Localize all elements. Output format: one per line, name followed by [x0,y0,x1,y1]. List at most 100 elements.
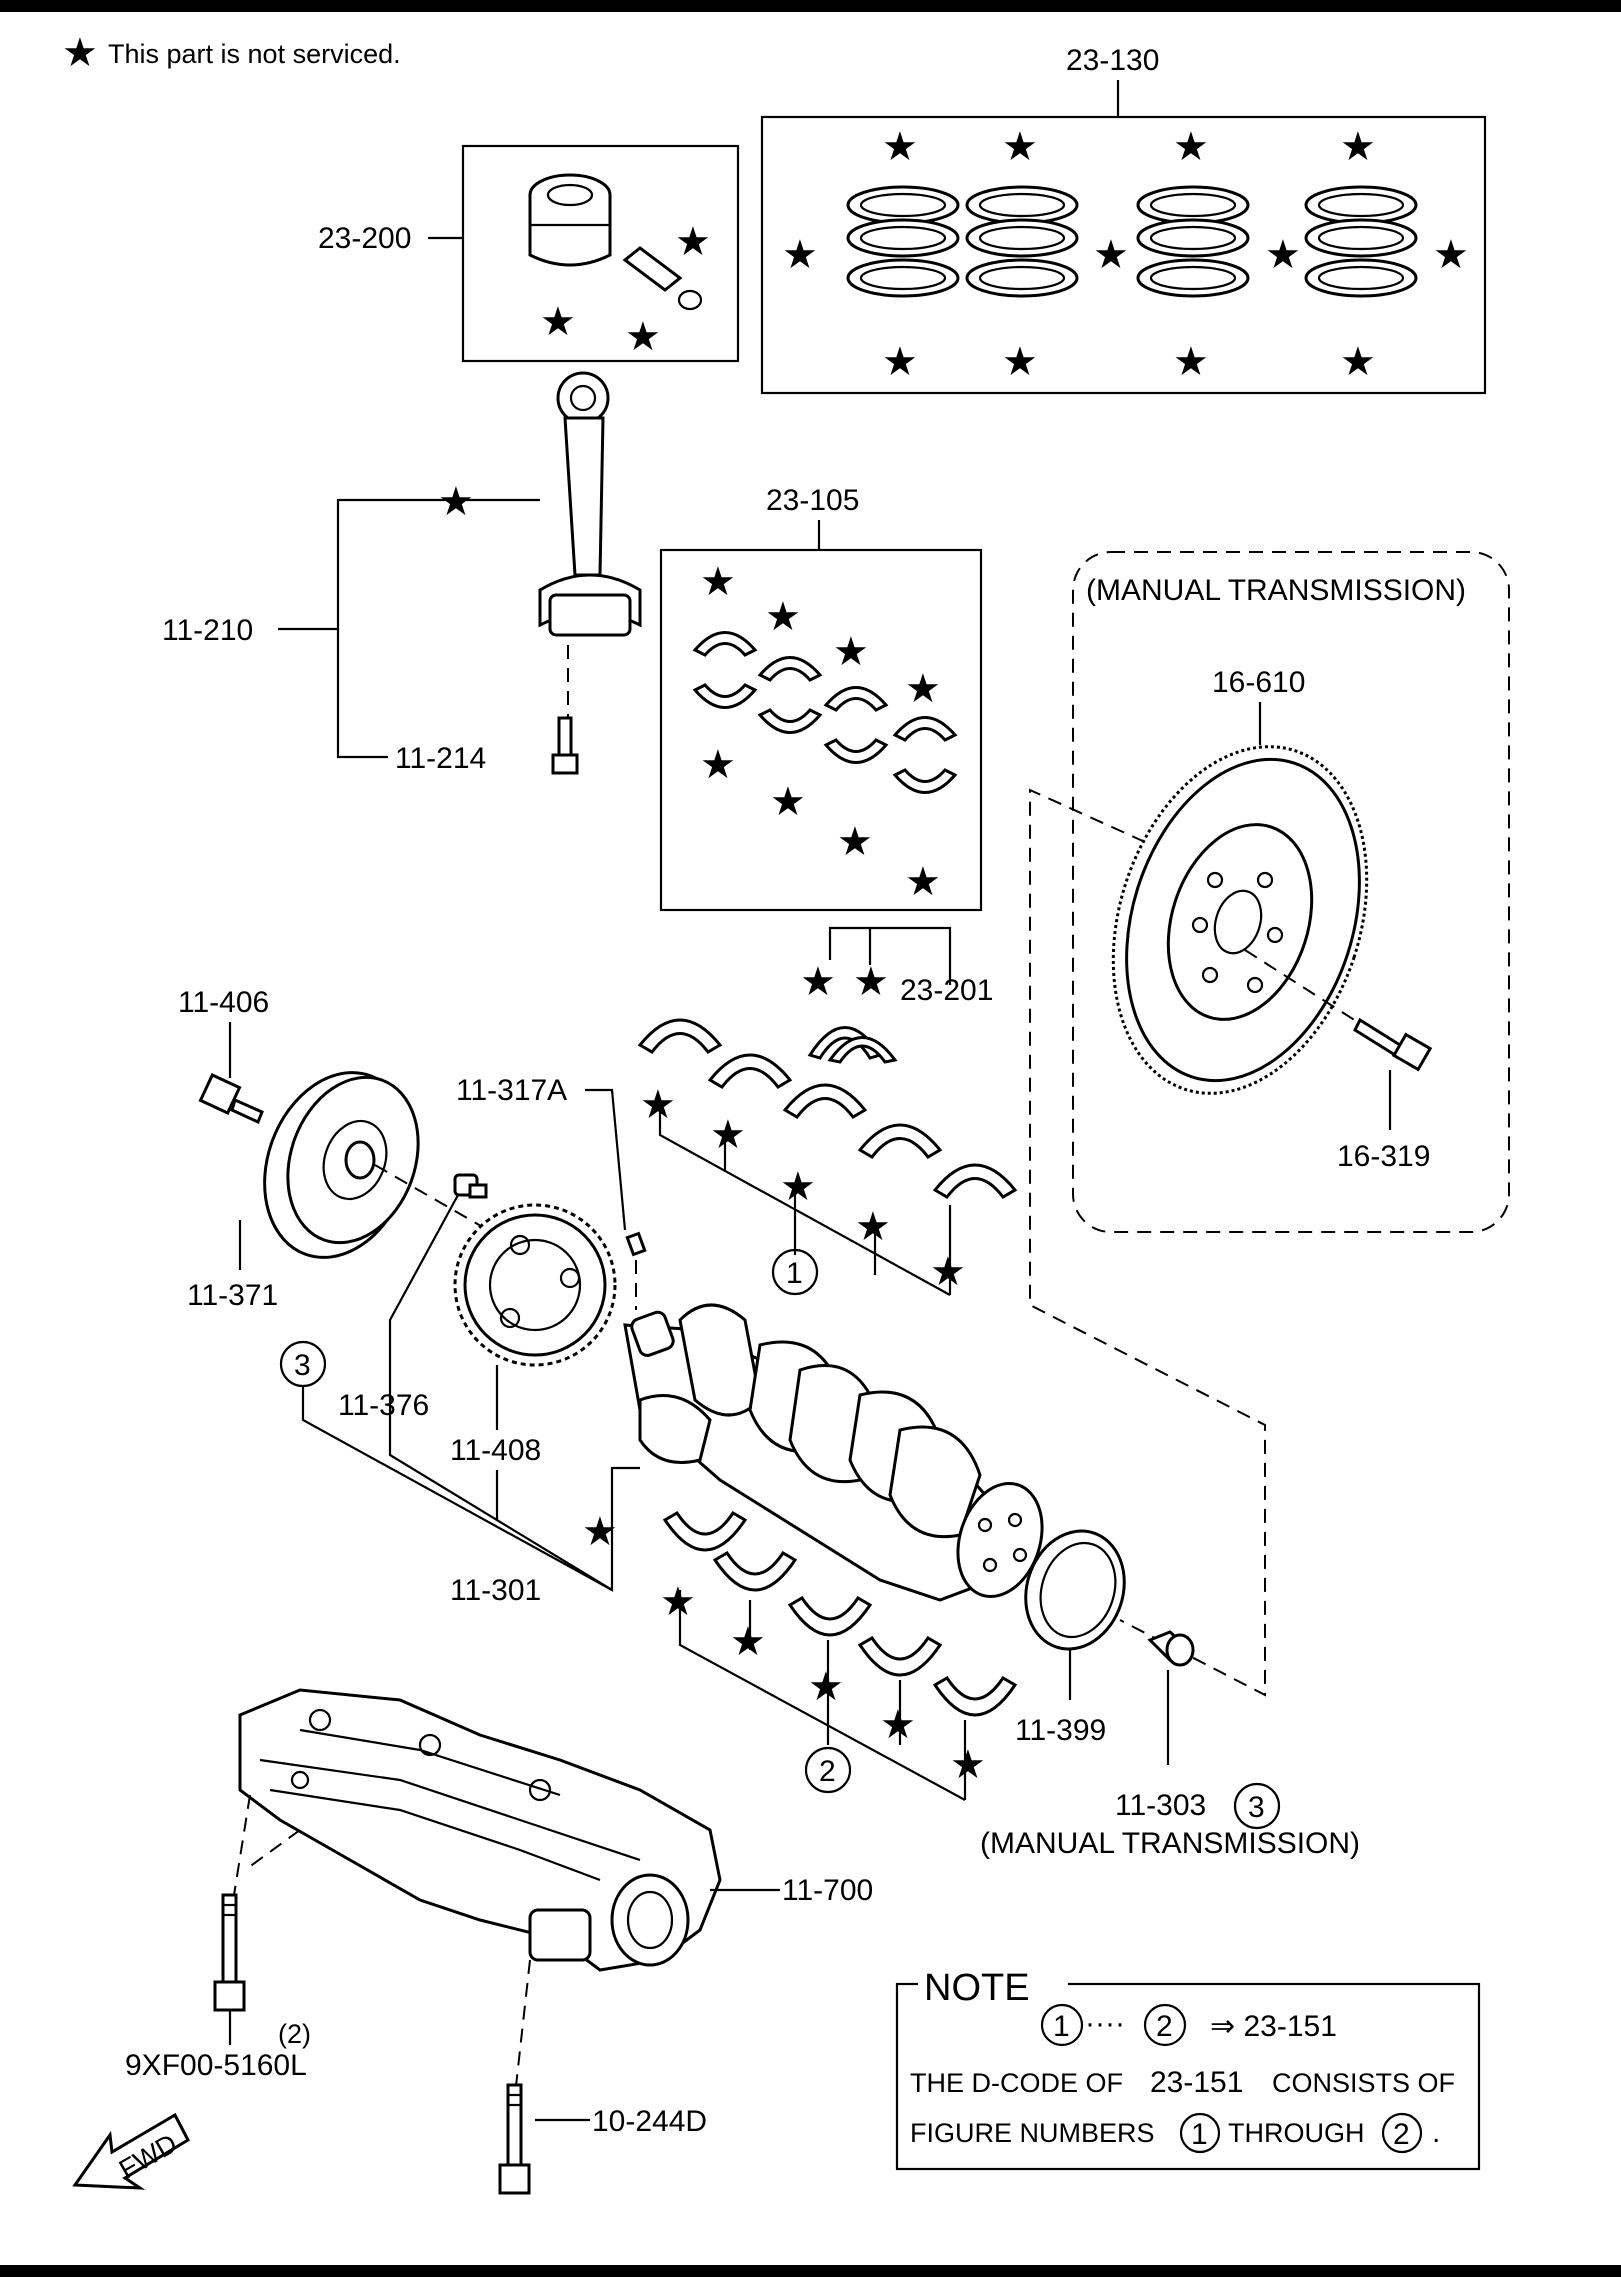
label-manual-transmission-1: (MANUAL TRANSMISSION) [1086,574,1466,607]
svg-text:★: ★ [833,629,869,675]
balancer-bolt-short-icon [498,2083,531,2195]
label-qty-2: (2) [278,2019,311,2049]
figure-number-2: 2 [819,1755,836,1788]
svg-text:★: ★ [660,1579,696,1625]
note-line3-a: FIGURE NUMBERS [910,2118,1155,2148]
note-circle-2: 2 [1156,2010,1173,2043]
figure-number-1: 1 [786,1257,803,1290]
svg-text:★: ★ [905,859,941,905]
svg-text:★: ★ [780,1164,816,1210]
label-11-408[interactable]: 11-408 [450,1434,541,1467]
svg-text:★: ★ [782,232,818,278]
label-9xf00-5160l[interactable]: 9XF00-5160L [125,2049,307,2082]
label-16-610[interactable]: 16-610 [1212,666,1305,699]
top-border-bar [0,0,1621,12]
svg-text:★: ★ [1265,232,1301,278]
svg-text:★: ★ [880,1702,916,1748]
thrust-bearing-icon [807,1026,898,1064]
lower-main-bearings [662,1510,1018,1717]
connecting-rod-icon [538,371,642,637]
crank-key-icon [625,1231,647,1257]
label-23-200[interactable]: 23-200 [318,222,411,255]
star-icon: ★ [540,299,576,345]
svg-text:★: ★ [730,1619,766,1665]
note-line3-end: . [1432,2116,1440,2149]
svg-text:★: ★ [1173,124,1209,170]
flywheel-icon [1111,745,1369,1095]
label-23-201[interactable]: 23-201 [900,974,993,1007]
star-icon: ★ [675,219,711,265]
svg-text:★: ★ [808,1664,844,1710]
balancer-bolt-long-icon [213,1893,246,2012]
label-11-301[interactable]: 11-301 [450,1574,541,1607]
svg-text:★: ★ [700,559,736,605]
svg-text:★: ★ [1002,124,1038,170]
piston-pin-icon [622,246,683,292]
lower-main-bearing-stars: ★★ ★★ ★ [660,1579,986,1788]
label-23-130[interactable]: 23-130 [1066,44,1159,77]
figure-number-3: 3 [294,1349,311,1382]
note-arrow-ref: ⇒ 23-151 [1210,2010,1337,2043]
label-11-399[interactable]: 11-399 [1015,1714,1106,1747]
svg-text:★: ★ [1093,232,1129,278]
svg-text:★: ★ [770,779,806,825]
piston-box [461,144,740,363]
label-10-244d[interactable]: 10-244D [592,2105,707,2138]
upper-main-bearing-stars: ★★ ★★ ★ [640,1082,966,1295]
svg-text:★: ★ [882,339,918,385]
label-11-406[interactable]: 11-406 [178,986,269,1019]
figure-number-2-circle [804,1746,852,1794]
manual-transmission-box [1072,551,1510,1233]
svg-text:★: ★ [1433,232,1469,278]
label-11-700[interactable]: 11-700 [782,1874,873,1907]
label-11-317a[interactable]: 11-317A [456,1074,567,1107]
star-icon: ★ [582,1509,618,1555]
flywheel-bolt-icon [1353,1017,1433,1072]
snap-ring-icon [677,289,703,311]
label-23-105[interactable]: 23-105 [766,484,859,517]
piston-ring-box [760,115,1487,395]
note-circle-1: 1 [1053,2010,1070,2043]
piston-ring-set-icon [846,185,1418,298]
svg-text:★: ★ [905,666,941,712]
crank-pulley-icon [263,1071,420,1259]
svg-text:★: ★ [640,1082,676,1128]
note-line2-a: THE D-CODE OF [910,2068,1123,2098]
star-icon: ★ [625,314,661,360]
pulley-bolt-icon [198,1072,264,1125]
svg-text:★: ★ [710,1112,746,1158]
note-line2-c: CONSISTS OF [1272,2068,1455,2098]
svg-text:★: ★ [837,819,873,865]
bottom-border-bar [0,2265,1621,2277]
piston-icon [528,173,612,267]
label-11-376[interactable]: 11-376 [338,1389,429,1422]
note-line3-n2: 2 [1393,2118,1410,2151]
label-11-210[interactable]: 11-210 [162,614,253,647]
label-manual-transmission-2: (MANUAL TRANSMISSION) [980,1827,1360,1860]
svg-text:★: ★ [1173,339,1209,385]
rod-bearing-stars: ★★ ★★ ★★ ★★ [700,559,941,905]
figure-number-3-circle-b [1233,1782,1281,1830]
figure-number-1-circle [771,1248,819,1296]
balancer-oil-pump-icon [238,1688,722,1972]
svg-text:★: ★ [1340,339,1376,385]
note-dots: ···· [1085,2007,1125,2040]
note-box: NOTE 1 ···· 2 ⇒ 23-151 THE D-CODE OF 23-… [895,1967,1481,2171]
svg-text:★: ★ [855,1204,891,1250]
legend-text: This part is not serviced. [108,39,401,69]
note-line2-b: 23-151 [1150,2066,1243,2099]
svg-text:★: ★ [1002,339,1038,385]
note-line3-b: THROUGH [1228,2118,1365,2148]
legend-star-icon: ★ [62,30,98,76]
svg-text:★: ★ [882,124,918,170]
label-11-371[interactable]: 11-371 [187,1279,278,1312]
label-16-319[interactable]: 16-319 [1337,1140,1430,1173]
svg-text:★: ★ [1340,124,1376,170]
label-11-214[interactable]: 11-214 [395,742,486,775]
trigger-wheel-bolt-icon [453,1173,488,1199]
pilot-bearing-icon [1147,1630,1195,1667]
piston-ring-stars: ★ ★ ★ ★ ★ ★ ★ ★ ★ ★ ★ ★ [782,124,1469,385]
svg-text:★: ★ [765,594,801,640]
label-11-303[interactable]: 11-303 [1115,1789,1206,1822]
